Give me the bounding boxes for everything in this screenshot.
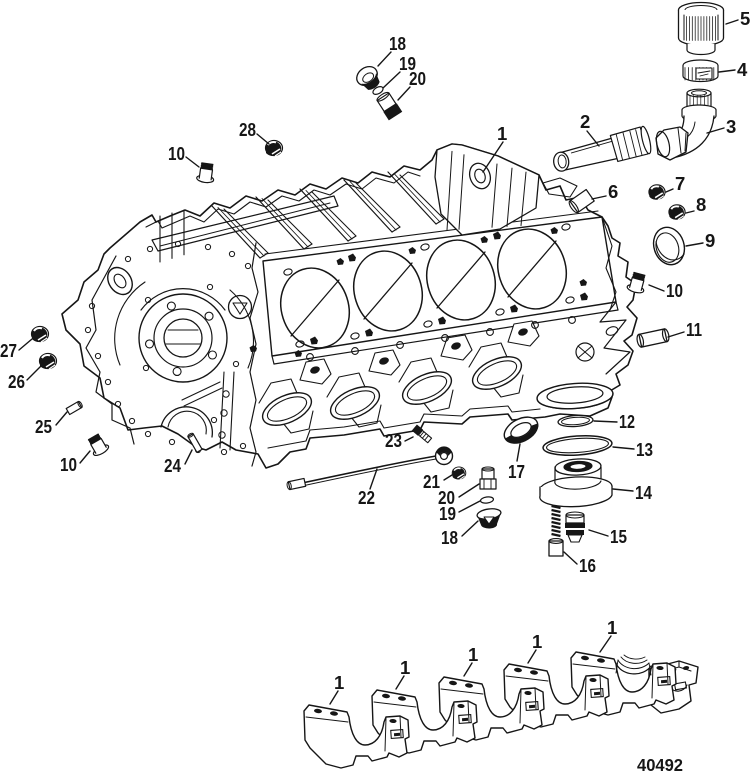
svg-text:12: 12 [619,411,635,432]
svg-text:6: 6 [608,181,618,202]
svg-text:1: 1 [334,672,344,693]
svg-text:21: 21 [423,471,440,492]
svg-text:10: 10 [168,143,185,164]
svg-text:9: 9 [705,230,715,251]
svg-text:10: 10 [666,280,683,301]
svg-text:3: 3 [726,116,736,137]
svg-text:1: 1 [532,631,542,652]
svg-text:13: 13 [636,439,653,460]
svg-text:26: 26 [8,371,25,392]
svg-text:24: 24 [164,455,182,476]
svg-text:8: 8 [696,194,706,215]
svg-text:2: 2 [580,111,590,132]
svg-text:22: 22 [358,487,375,508]
svg-text:19: 19 [399,53,416,74]
svg-text:23: 23 [385,430,402,451]
svg-text:5: 5 [740,8,750,29]
svg-text:19: 19 [439,503,456,524]
svg-text:28: 28 [239,119,256,140]
svg-text:14: 14 [635,482,653,503]
svg-text:18: 18 [389,33,406,54]
svg-text:10: 10 [60,454,77,475]
svg-text:1: 1 [400,657,410,678]
svg-text:20: 20 [438,487,455,508]
svg-text:16: 16 [579,555,596,576]
svg-text:11: 11 [686,319,702,340]
svg-text:7: 7 [675,173,685,194]
svg-text:25: 25 [35,416,52,437]
svg-text:17: 17 [508,461,525,482]
svg-text:40492: 40492 [637,755,683,773]
svg-text:15: 15 [610,526,627,547]
svg-text:18: 18 [441,527,458,548]
svg-text:1: 1 [607,617,617,638]
svg-text:20: 20 [409,68,426,89]
svg-text:1: 1 [497,123,507,144]
svg-text:4: 4 [737,59,748,80]
svg-text:27: 27 [0,340,17,361]
svg-text:1: 1 [468,644,478,665]
